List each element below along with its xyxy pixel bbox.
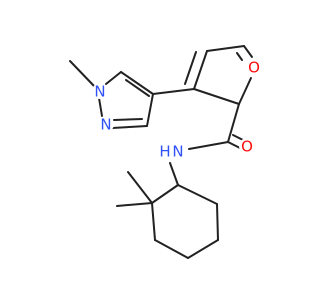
bond-c5-c4-double — [125, 79, 150, 97]
bond-cy2-cy3 — [151, 202, 156, 241]
atom-label-n2: N — [100, 116, 111, 134]
bond-fc5-o1-double — [236, 52, 243, 61]
bond-nh-cyclohexyl — [169, 162, 179, 186]
bond-fc5-o1 — [243, 45, 253, 58]
atom-label-o2: O — [241, 138, 253, 156]
bond-c5-c4 — [120, 71, 154, 95]
bond-fc2-carbonyl — [227, 103, 240, 143]
atom-nh: H N — [159, 143, 186, 161]
bond-fc2-fc3 — [193, 88, 240, 105]
bond-cy1-cy2 — [151, 184, 179, 204]
atom-o2: O — [239, 138, 255, 156]
bond-c3-n2 — [111, 125, 148, 129]
atom-n2: N — [98, 116, 114, 134]
bond-fc3-fc4-double — [184, 51, 197, 85]
bond-fc4-fc5 — [206, 45, 245, 52]
atom-labels: N N O O H N — [92, 59, 262, 161]
atom-label-h: H — [159, 143, 170, 161]
bond-n2-n1 — [98, 97, 103, 117]
bond-cy4-cy5 — [187, 239, 219, 259]
bonds — [69, 45, 253, 259]
bond-carbonyl-o2 — [227, 141, 241, 149]
bond-cy5-cy6 — [216, 203, 219, 241]
bond-o1-fc2 — [238, 77, 252, 105]
bond-carbonyl-o2-double — [232, 134, 244, 141]
bond-cy2-methyl-a — [116, 202, 153, 207]
bond-c4-c3 — [146, 93, 154, 127]
bond-fc3-fc4 — [193, 50, 208, 90]
bond-n1-c5 — [105, 71, 122, 85]
atom-label-nh: N — [172, 143, 183, 161]
atom-label-n1: N — [94, 83, 105, 101]
bond-c3-n2-double — [113, 118, 143, 121]
bond-cy2-methyl-b — [127, 171, 153, 204]
atom-o1: O — [246, 59, 262, 77]
bond-methyl-n1 — [69, 60, 95, 87]
bond-carbonyl-nh — [188, 141, 229, 150]
atom-label-o1: O — [248, 59, 260, 77]
bond-pyrazole-furan — [152, 88, 195, 95]
bond-cy6-cy1 — [177, 184, 218, 205]
molecule-structure-diagram: N N O O H N — [69, 45, 262, 259]
atom-n1: N — [92, 83, 108, 101]
bond-cy3-cy4 — [154, 239, 189, 259]
